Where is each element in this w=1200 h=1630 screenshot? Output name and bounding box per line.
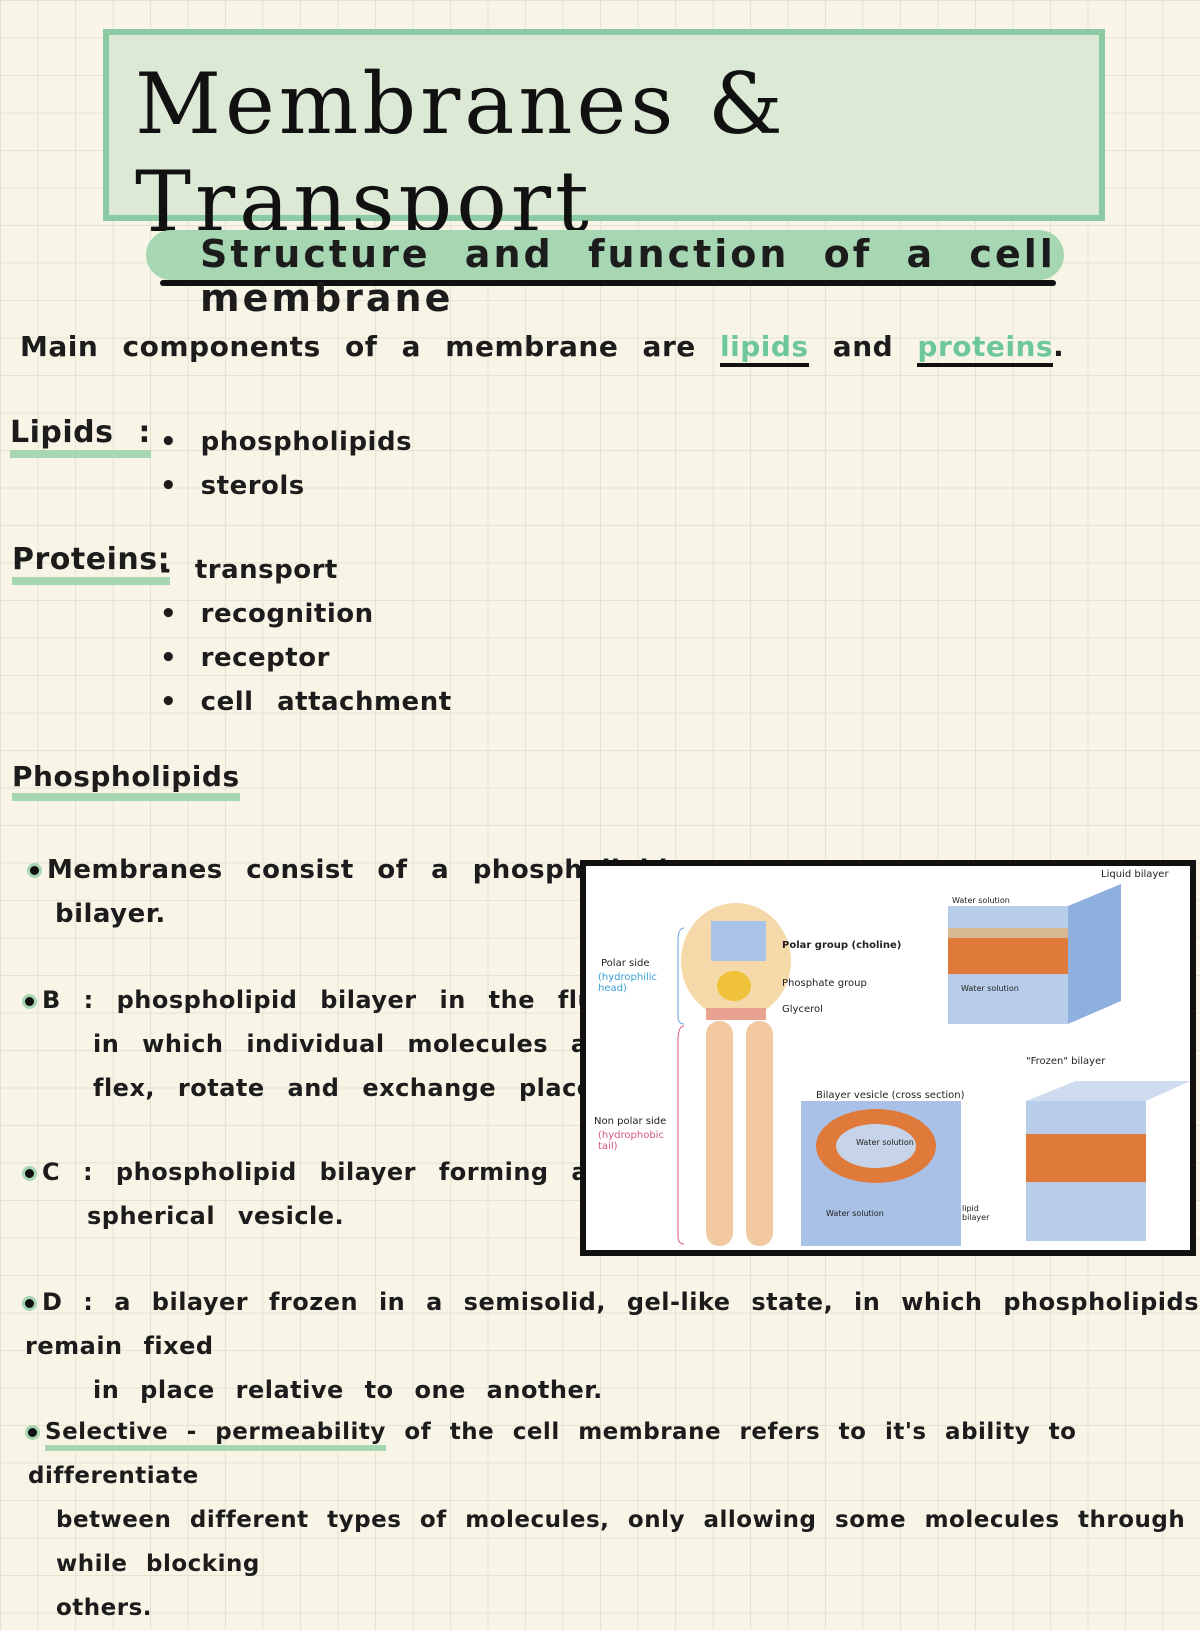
- label-lipid-bilayer: lipid bilayer: [962, 1204, 990, 1222]
- proteins-heading: Proteins:: [12, 542, 171, 585]
- phospholipid-figure: Polar side (hydrophilic head) Polar grou…: [580, 860, 1196, 1256]
- subtitle-highlight: [146, 230, 1064, 280]
- label-polar-side: Polar side: [601, 958, 650, 969]
- frozen-bilayer-block: [1026, 1081, 1190, 1241]
- intro-text: Main components of a membrane are: [20, 330, 696, 363]
- label-nonpolar-side: Non polar side: [594, 1116, 667, 1127]
- section-subtitle: Structure and function of a cell membran…: [200, 232, 1056, 320]
- label-glycerol: Glycerol: [782, 1004, 823, 1015]
- label-vesicle-water-inner: Water solution: [856, 1138, 914, 1147]
- label-water-bottom: Water solution: [961, 984, 1019, 993]
- phospholipid-diagram: [677, 884, 1190, 1246]
- polar-brace: [677, 927, 685, 1025]
- bullet-text: bilayer.: [55, 899, 166, 929]
- bullet-text: D : a bilayer frozen in a semisolid, gel…: [25, 1288, 1199, 1360]
- label-phosphate: Phosphate group: [782, 978, 867, 989]
- choline-box: [711, 921, 766, 961]
- selective-text: between different types of molecules, on…: [56, 1507, 1186, 1577]
- list-item: • recognition: [160, 599, 374, 629]
- label-hydrophilic: (hydrophilic head): [598, 972, 658, 994]
- label-polar-group: Polar group (choline): [782, 940, 902, 951]
- title-box: [103, 29, 1105, 221]
- list-item-text: phospholipids: [200, 427, 413, 457]
- bullet-dot: [30, 866, 39, 875]
- page-title: Membranes & Transport: [135, 55, 787, 251]
- intro-line: Main components of a membrane are lipids…: [20, 330, 1065, 367]
- list-item-text: recognition: [200, 599, 374, 629]
- label-hydrophobic: (hydrophobic tail): [598, 1130, 664, 1152]
- nonpolar-brace: [677, 1025, 685, 1245]
- glycerol-bar: [706, 1008, 766, 1020]
- label-vesicle: Bilayer vesicle (cross section): [816, 1090, 965, 1101]
- proteins-heading-text: Proteins:: [12, 542, 171, 585]
- vesicle-block: [801, 1101, 961, 1246]
- bullet-dot: [28, 1428, 37, 1437]
- liquid-bilayer-block: [948, 884, 1121, 1024]
- term-selective-permeability: Selective - permeability: [45, 1419, 386, 1451]
- term-lipids: lipids: [720, 330, 809, 367]
- list-item-text: receptor: [200, 643, 330, 673]
- lipids-heading-text: Lipids :: [10, 415, 151, 458]
- tail-right: [746, 1021, 773, 1246]
- list-item-text: transport: [194, 555, 338, 585]
- list-item: • receptor: [160, 643, 330, 673]
- bullet-dot: [25, 996, 34, 1006]
- label-frozen-bilayer: "Frozen" bilayer: [1026, 1056, 1106, 1067]
- label-liquid-bilayer: Liquid bilayer: [1101, 869, 1169, 880]
- phospholipids-heading-text: Phospholipids: [12, 760, 240, 801]
- list-item: • phospholipids: [160, 427, 413, 457]
- selective-permeability: Selective - permeability of the cell mem…: [28, 1410, 1198, 1630]
- selective-text: others.: [56, 1595, 153, 1621]
- list-item: • cell attachment: [160, 687, 452, 717]
- lipids-list: • phospholipids • sterols: [160, 420, 412, 508]
- tail-left: [706, 1021, 733, 1246]
- intro-and: and: [832, 330, 894, 363]
- list-item-text: cell attachment: [200, 687, 452, 717]
- phospholipids-heading: Phospholipids: [12, 760, 240, 801]
- bullet-dot: [25, 1168, 34, 1178]
- bullet-text: Membranes consist of a phospholipid: [47, 855, 669, 885]
- list-item: • sterols: [160, 471, 305, 501]
- label-vesicle-water-outer: Water solution: [826, 1209, 884, 1218]
- phosphate-circle: [717, 971, 751, 1001]
- intro-end: .: [1053, 330, 1065, 363]
- bullet-bilayer: Membranes consist of a phospholipid bila…: [30, 848, 668, 936]
- bullet-text: flex, rotate and exchange places.: [93, 1074, 618, 1102]
- term-proteins: proteins: [917, 330, 1054, 367]
- list-item: - transport: [160, 555, 338, 585]
- bullet-text: C : phospholipid bilayer forming a: [42, 1158, 589, 1186]
- list-item-text: sterols: [200, 471, 305, 501]
- bullet-dot: [25, 1298, 34, 1308]
- bullet-text: in place relative to one another.: [93, 1376, 603, 1404]
- selective-text: of the cell membrane refers to it's abil…: [28, 1419, 1077, 1489]
- subtitle-underline: [160, 280, 1056, 286]
- bullet-d: D : a bilayer frozen in a semisolid, gel…: [25, 1280, 1200, 1412]
- lipids-heading: Lipids :: [10, 415, 151, 458]
- proteins-list: - transport • recognition • receptor • c…: [160, 548, 452, 724]
- bullet-text: spherical vesicle.: [87, 1202, 345, 1230]
- label-water-top: Water solution: [952, 896, 1010, 905]
- bullet-c: C : phospholipid bilayer forming a spher…: [25, 1150, 588, 1238]
